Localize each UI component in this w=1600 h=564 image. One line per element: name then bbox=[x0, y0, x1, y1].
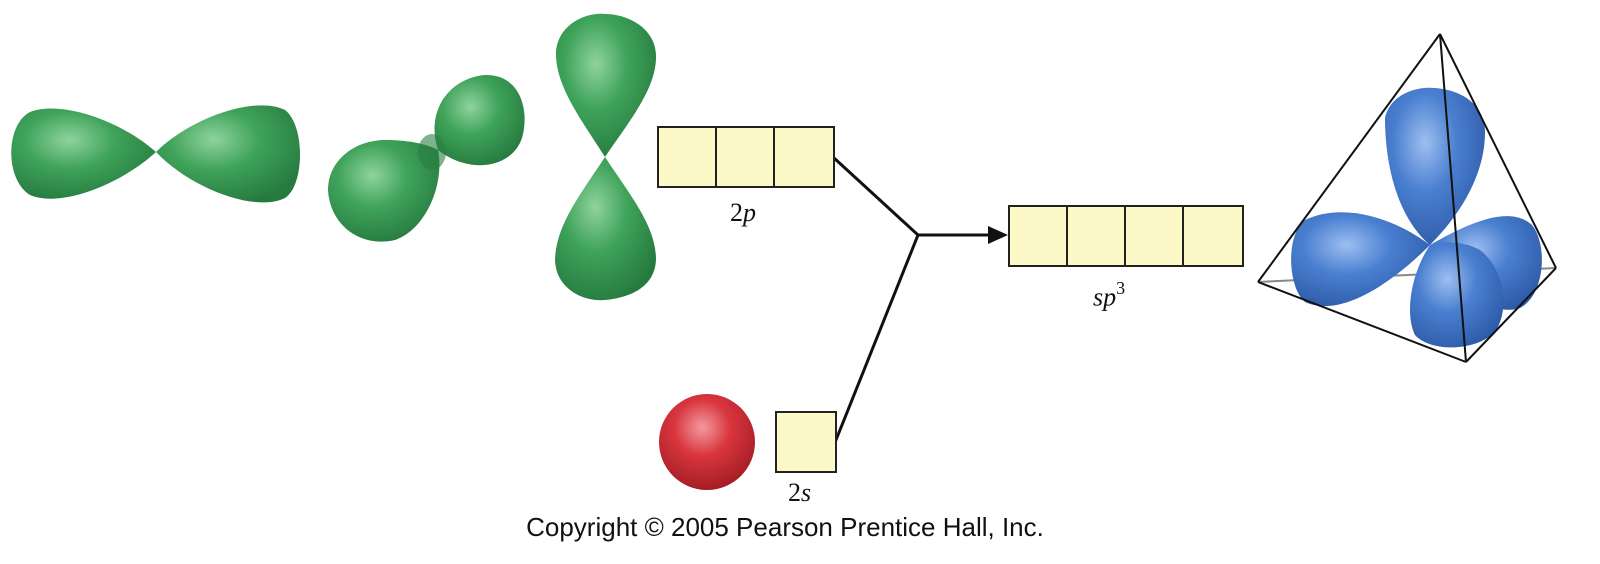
label-2p-number: 2 bbox=[730, 198, 743, 227]
label-sp3-superscript: 3 bbox=[1116, 278, 1126, 298]
sp3-tetrahedron bbox=[1257, 33, 1557, 363]
label-sp3: sp3 bbox=[1093, 278, 1126, 313]
orbital-box bbox=[1184, 207, 1242, 265]
copyright-notice: Copyright © 2005 Pearson Prentice Hall, … bbox=[526, 512, 1044, 542]
label-2s-letter: s bbox=[801, 478, 812, 507]
p-orbital-z bbox=[328, 74, 525, 242]
orbital-box bbox=[659, 128, 717, 186]
orbital-boxes-sp3 bbox=[1008, 205, 1244, 267]
s-orbital bbox=[659, 394, 755, 490]
label-sp3-letters: sp bbox=[1093, 282, 1117, 312]
orbital-box bbox=[1126, 207, 1184, 265]
hybridization-connector bbox=[832, 156, 990, 446]
p-orbital-y bbox=[555, 13, 657, 301]
label-2s: 2s bbox=[788, 478, 811, 508]
label-2p-letter: p bbox=[743, 198, 756, 227]
orbital-box bbox=[1010, 207, 1068, 265]
orbital-box bbox=[777, 413, 835, 471]
label-2p: 2p bbox=[730, 198, 756, 228]
orbital-boxes-2s bbox=[775, 411, 837, 473]
p-orbital-x bbox=[11, 105, 300, 203]
orbital-box bbox=[717, 128, 775, 186]
orbital-box bbox=[775, 128, 833, 186]
orbital-box bbox=[1068, 207, 1126, 265]
label-2s-number: 2 bbox=[788, 478, 801, 507]
orbital-boxes-2p bbox=[657, 126, 835, 188]
hybridization-arrowhead bbox=[988, 226, 1008, 244]
